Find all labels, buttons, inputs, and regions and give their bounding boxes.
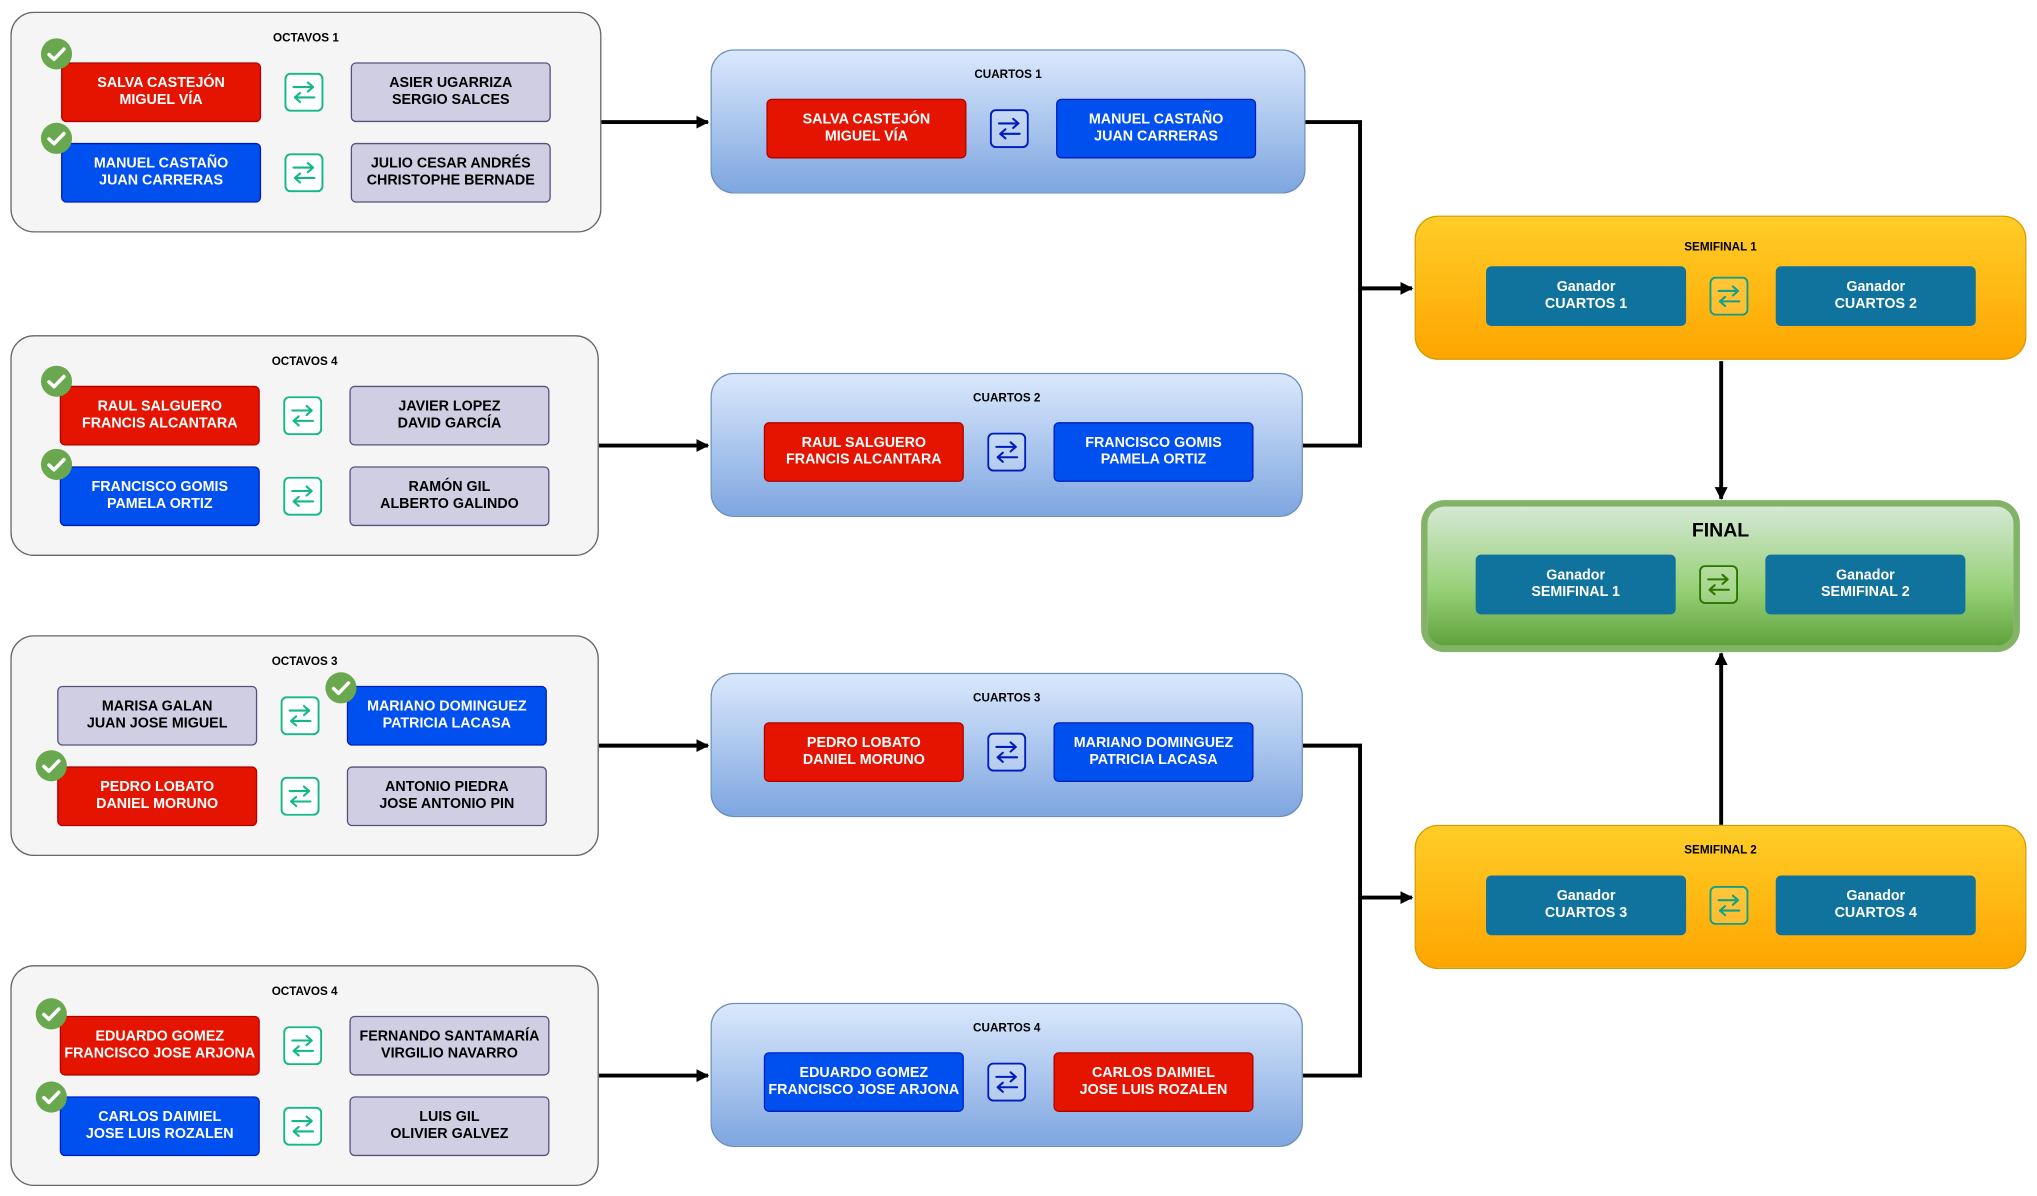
swap-arrows-icon — [1709, 276, 1749, 316]
check-circle-icon — [40, 365, 73, 397]
check-circle-icon — [40, 38, 73, 70]
swap-arrows-icon — [1709, 885, 1749, 925]
group-title: SEMIFINAL 2 — [1684, 843, 1757, 857]
swap-arrows-icon — [1699, 565, 1739, 605]
swap-arrows-icon — [284, 72, 324, 112]
swap-arrows-icon — [283, 396, 323, 436]
group-title: OCTAVOS 3 — [271, 654, 338, 668]
group-title: FINAL — [1691, 519, 1750, 542]
check-circle-icon — [40, 122, 73, 154]
check-circle-icon — [40, 448, 73, 480]
group-title: CUARTOS 2 — [973, 390, 1041, 404]
swap-arrows-icon — [283, 476, 323, 516]
check-circle-icon — [35, 750, 67, 782]
swap-arrows-icon — [987, 732, 1027, 772]
group-title: CUARTOS 1 — [974, 67, 1042, 81]
check-circle-icon — [35, 998, 67, 1030]
group-title: OCTAVOS 4 — [271, 984, 338, 998]
swap-arrows-icon — [987, 1062, 1027, 1102]
swap-arrows-icon — [989, 109, 1029, 149]
swap-arrows-icon — [280, 696, 320, 736]
swap-arrows-icon — [283, 1106, 323, 1146]
group-title: SEMIFINAL 1 — [1684, 240, 1757, 254]
swap-arrows-icon — [987, 432, 1027, 472]
group-title: CUARTOS 4 — [973, 1021, 1041, 1035]
connector-cuartos4-semi2 — [1302, 897, 1363, 1078]
swap-arrows-icon — [280, 776, 320, 816]
swap-arrows-icon — [284, 153, 324, 193]
swap-arrows-icon — [283, 1026, 323, 1066]
connector-cuartos3-semi2 — [1302, 743, 1414, 905]
connector-cuartos2-semi1 — [1302, 288, 1363, 448]
group-title: CUARTOS 3 — [973, 691, 1041, 705]
group-title: OCTAVOS 4 — [271, 354, 338, 368]
connector-cuartos1-semi1 — [1305, 120, 1414, 295]
check-circle-icon — [325, 672, 357, 704]
group-title: OCTAVOS 1 — [272, 31, 339, 45]
check-circle-icon — [35, 1081, 67, 1113]
